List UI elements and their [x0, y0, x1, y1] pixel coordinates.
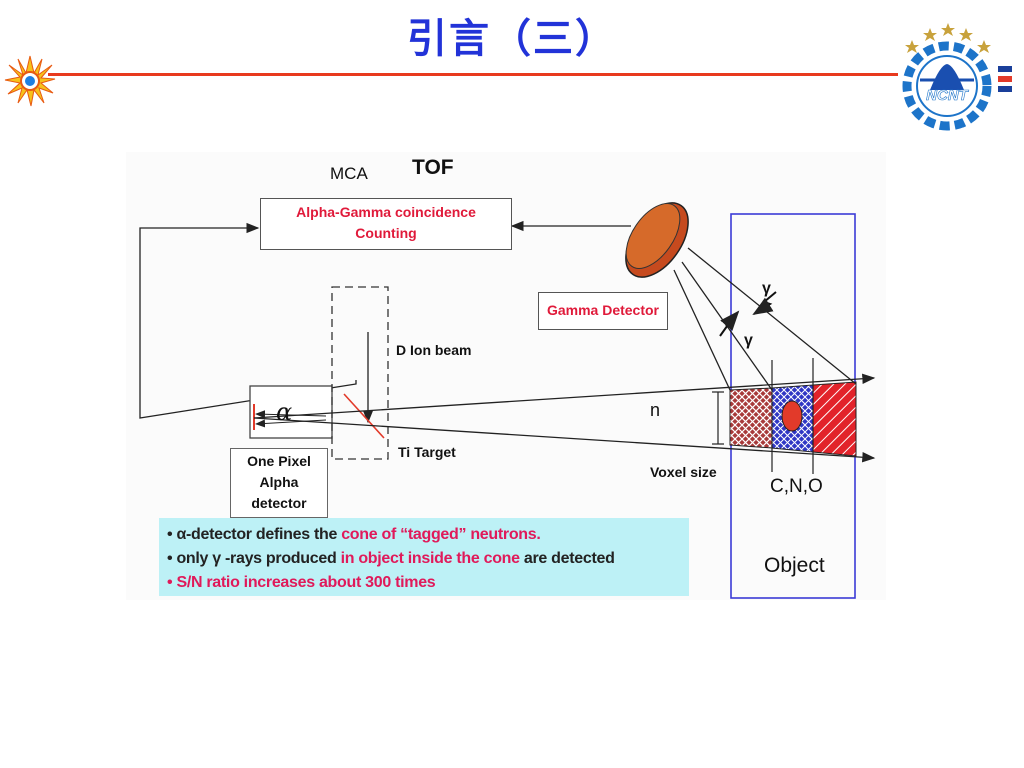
- mca-label: MCA: [330, 164, 368, 183]
- note-line-2-c: are detected: [519, 550, 615, 567]
- note-line-2: • only γ -rays produced in object inside…: [167, 550, 615, 568]
- voxel-3: [812, 381, 857, 457]
- note-line-2-a: • only γ -rays produced: [167, 550, 341, 567]
- gamma-zigzag-2: [752, 291, 777, 316]
- gamma-symbol-2: γ: [744, 332, 753, 349]
- cone-lower-line: [253, 417, 876, 463]
- pixel-detector-line-2: Alpha: [259, 474, 299, 490]
- feedback-line: [139, 222, 357, 419]
- voxel-target-spot: [781, 400, 803, 432]
- ti-target-label: Ti Target: [398, 444, 456, 460]
- voxel-size-label: Voxel size: [650, 464, 717, 480]
- note-line-2-b: in object inside the cone: [340, 550, 521, 567]
- cone-backarrow-2: [255, 419, 327, 428]
- elements-label: C,N,O: [770, 476, 823, 497]
- pixel-detector-line-3: detector: [251, 495, 307, 511]
- coincidence-box: Alpha-Gamma coincidence Counting: [260, 198, 512, 250]
- note-line-1: • α-detector defines the cone of “tagged…: [167, 526, 541, 544]
- gamma-zigzag-1: [719, 310, 740, 337]
- pixel-detector-box: One Pixel Alpha detector: [230, 448, 328, 518]
- object-label: Object: [764, 554, 825, 577]
- voxel-1: [729, 387, 773, 449]
- gamma-detector-box: Gamma Detector: [538, 292, 668, 330]
- notes-panel: • α-detector defines the cone of “tagged…: [159, 518, 689, 596]
- coincidence-line-1: Alpha-Gamma coincidence: [296, 204, 476, 220]
- cone-backarrow: [255, 410, 327, 419]
- gamma-ray-line-2: [687, 247, 857, 385]
- note-line-1-a: • α-detector defines the: [167, 526, 342, 543]
- gamma-symbol-1: γ: [762, 280, 771, 297]
- ncnt-logo: NCNT: [902, 23, 1012, 131]
- ti-target: [343, 393, 385, 439]
- beam-dashed-box: [331, 286, 389, 460]
- gamma-detector-label: Gamma Detector: [546, 302, 660, 318]
- alpha-symbol: α: [276, 398, 293, 426]
- diagram-graphics: [139, 202, 876, 599]
- tof-label: TOF: [412, 156, 454, 179]
- note-line-3: • S/N ratio increases about 300 times: [167, 574, 436, 592]
- n-label: n: [650, 400, 661, 420]
- d-ion-beam-label: D Ion beam: [396, 342, 472, 358]
- note-line-1-b: cone of “tagged” neutrons.: [341, 526, 541, 543]
- pixel-detector-line-1: One Pixel: [247, 453, 311, 469]
- coincidence-line-2: Counting: [355, 225, 417, 241]
- slide-title: 引言（三）: [407, 16, 617, 62]
- tagged-neutron-diagram: MCA TOF Alpha-Gamma coincidence Counting…: [126, 152, 886, 600]
- logo-text: NCNT: [926, 87, 969, 104]
- gamma-ray-line-1: [673, 269, 731, 391]
- title-rule: [48, 73, 898, 76]
- sun-icon: [4, 55, 56, 107]
- note-line-3-a: • S/N ratio increases about 300 times: [167, 574, 436, 591]
- cone-upper-line: [253, 373, 876, 419]
